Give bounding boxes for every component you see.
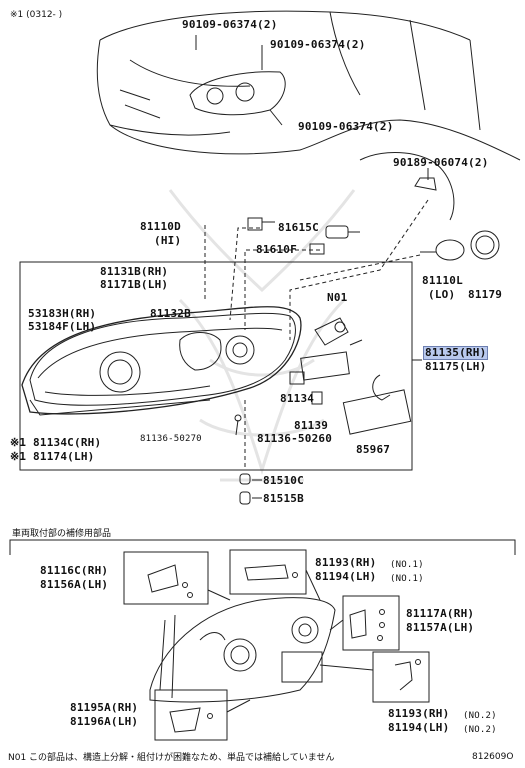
dashed-leaders [204,199,429,470]
label-81116c[interactable]: 81116C(RH) [40,564,109,577]
label-81193-no1-suffix: (NO.1) [390,560,424,570]
label-81193-no2[interactable]: 81193(RH) [388,707,450,720]
top-note: ※1 (0312- ) [10,10,63,20]
box-81193-no1 [229,549,307,595]
label-81134c[interactable]: ※1 81134C(RH) [10,436,102,449]
label-81194-no1[interactable]: 81194(LH) [315,570,377,583]
bracket-details [147,564,421,733]
label-81134[interactable]: 81134 [280,392,315,405]
car-front-body [96,10,521,221]
label-81139[interactable]: 81139 [294,419,329,432]
label-90109-c[interactable]: 90109-06374(2) [298,120,394,133]
label-81171b[interactable]: 81171B(LH) [100,278,169,291]
label-81610f[interactable]: 81610F [256,243,297,256]
label-81179[interactable]: 81179 [468,288,503,301]
label-81195a[interactable]: 81195A(RH) [70,701,139,714]
label-81136-50270[interactable]: 81136-50270 [140,434,202,444]
label-53183h[interactable]: 53183H(RH) [28,307,97,320]
label-81515b[interactable]: 81515B [263,492,304,505]
label-81193-no2-suffix: (NO.2) [463,711,497,721]
label-53184f[interactable]: 53184F(LH) [28,320,97,333]
label-81136-50260[interactable]: 81136-50260 [257,432,333,445]
lower-section-bracket [9,539,516,555]
label-81615c[interactable]: 81615C [278,221,319,234]
label-81110d[interactable]: 81110D [140,220,181,233]
headlamp-assembly [29,312,296,416]
label-81175[interactable]: 81175(LH) [425,360,487,373]
label-81157a[interactable]: 81157A(LH) [406,621,475,634]
label-81194-no1-suffix: (NO.1) [390,574,424,584]
label-81117a[interactable]: 81117A(RH) [406,607,475,620]
car-headlamp [189,71,286,116]
label-81194-no2-suffix: (NO.2) [463,725,497,735]
box-81117a [342,595,400,651]
label-n01[interactable]: N01 [327,291,348,304]
label-81110l-sub: (LO) [428,288,456,301]
label-85967[interactable]: 85967 [356,443,391,456]
label-81174[interactable]: ※1 81174(LH) [10,450,95,463]
gasket-outline [21,306,302,415]
label-81131b[interactable]: 81131B(RH) [100,265,169,278]
label-81110l[interactable]: 81110L [422,274,463,287]
label-81196a[interactable]: 81196A(LH) [70,715,139,728]
label-81194-no2[interactable]: 81194(LH) [388,721,450,734]
section-title: 車両取付部の補修用部品 [12,529,112,539]
label-81132b[interactable]: 81132B [150,307,191,320]
small-bulbs [239,473,262,505]
box-81195a [154,689,228,741]
hid-components [234,317,412,436]
box-81116c [123,551,209,605]
footnote: N01 この部品は、構造上分解・組付けが困難なため、単品では補給していません [8,753,335,763]
label-81156a[interactable]: 81156A(LH) [40,578,109,591]
label-81110d-sub: (HI) [154,234,182,247]
label-90109-a[interactable]: 90109-06374(2) [182,18,278,31]
diagram-id: 812609O [472,752,514,762]
assembly-box [19,261,413,471]
label-81193-no1[interactable]: 81193(RH) [315,556,377,569]
lower-headlamp [149,597,336,703]
label-81135-highlighted[interactable]: 81135(RH) [422,346,489,360]
bulbs-group [247,177,500,261]
label-81510c[interactable]: 81510C [263,474,304,487]
box-81193-no2 [372,651,430,703]
label-90109-b[interactable]: 90109-06374(2) [270,38,366,51]
label-90189[interactable]: 90189-06074(2) [393,156,489,169]
